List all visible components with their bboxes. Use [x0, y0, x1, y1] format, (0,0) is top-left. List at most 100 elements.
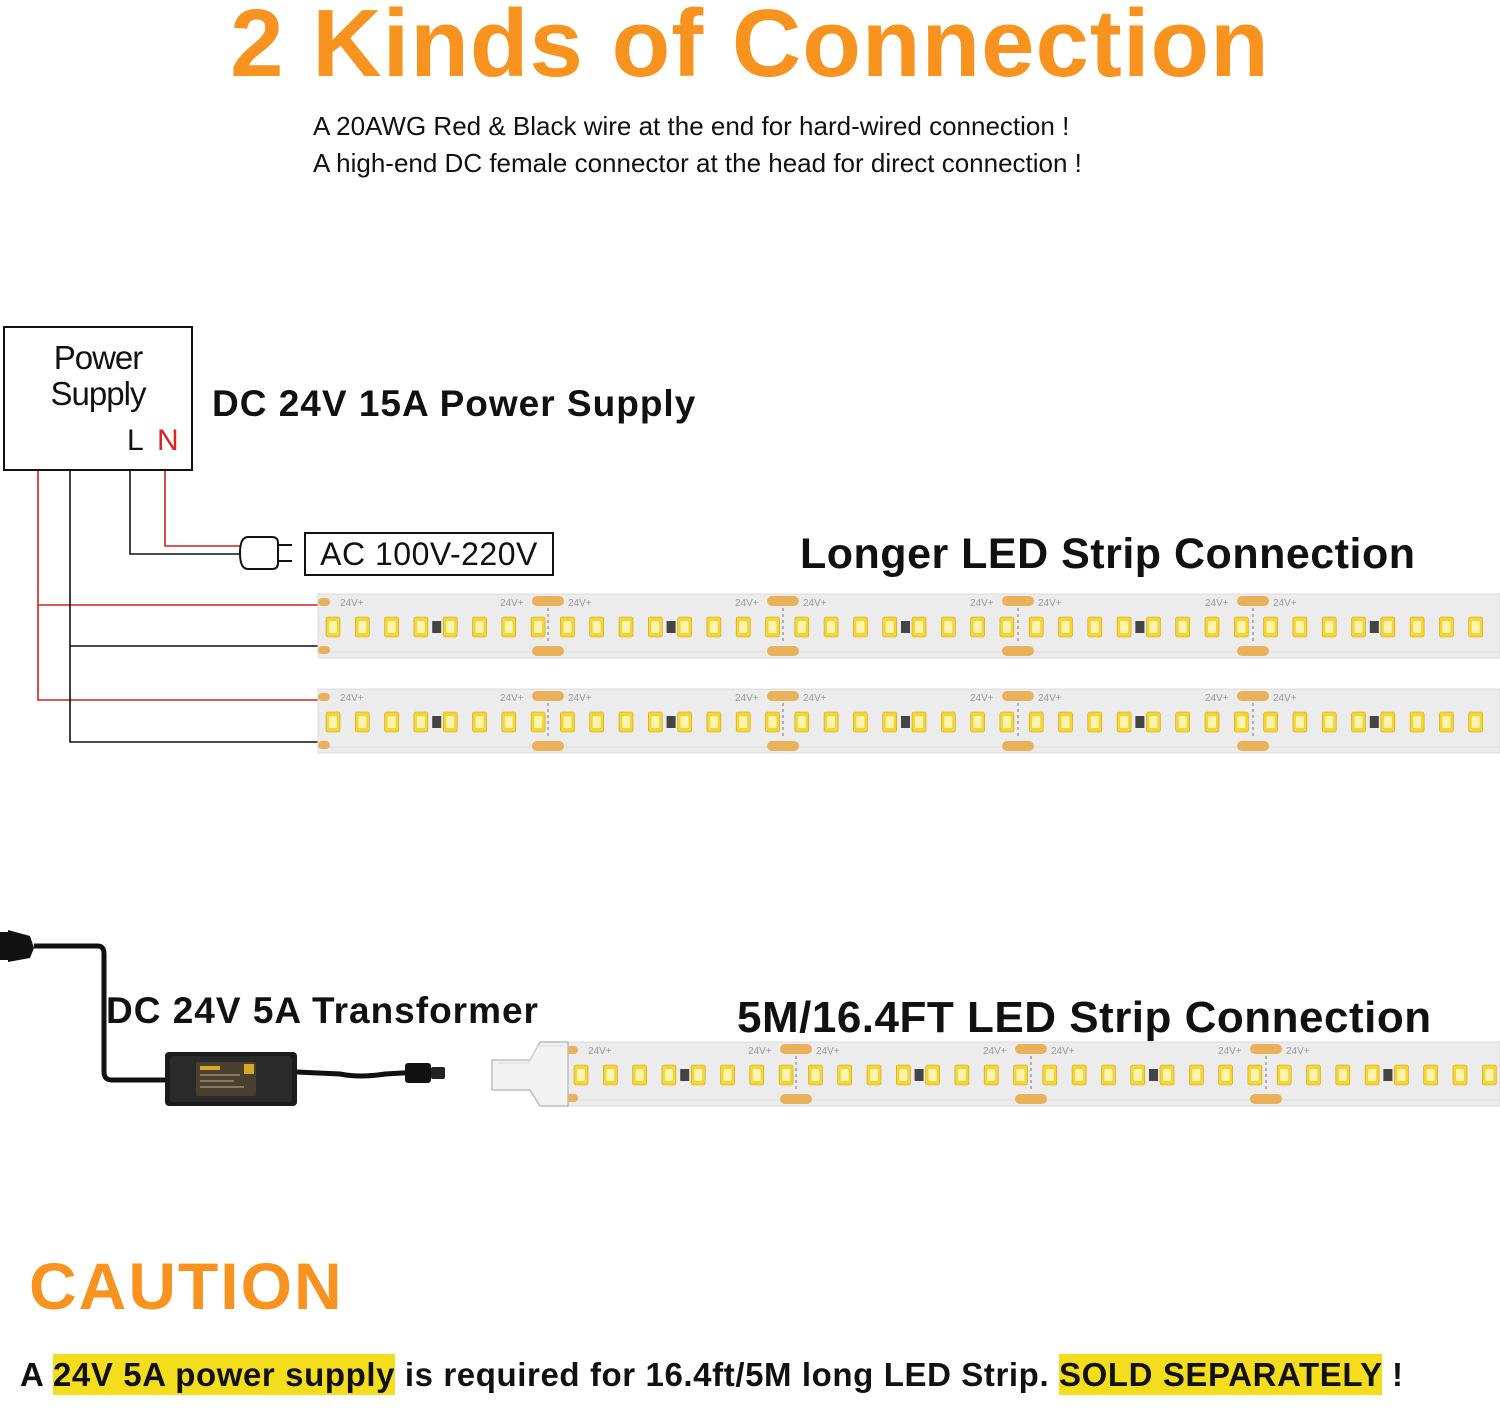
led-chip-face — [651, 621, 660, 633]
led-chip-face — [1413, 621, 1422, 633]
voltage-mark: 24V+ — [340, 693, 364, 704]
solder-pad — [566, 1094, 578, 1102]
voltage-mark: 24V+ — [568, 598, 592, 609]
led-chip-face — [446, 621, 455, 633]
solder-pad — [532, 646, 564, 656]
led-chip-face — [899, 1069, 908, 1081]
solder-pad — [1237, 646, 1269, 656]
led-chip-face — [944, 621, 953, 633]
voltage-mark: 24V+ — [1273, 693, 1297, 704]
terminal-n: N — [157, 424, 179, 457]
voltage-mark: 24V+ — [983, 1046, 1007, 1057]
solder-pad — [532, 691, 564, 701]
led-chip-face — [797, 716, 806, 728]
led-chip-face — [1442, 716, 1451, 728]
solder-pad — [1237, 596, 1269, 606]
led-chip-face — [387, 621, 396, 633]
led-chip-face — [1178, 716, 1187, 728]
subtitle-line-1: A 20AWG Red & Black wire at the end for … — [313, 111, 1070, 141]
led-chip-face — [635, 1069, 644, 1081]
led-chip-face — [1149, 621, 1158, 633]
led-chip-face — [723, 1069, 732, 1081]
led-chip-face — [1413, 716, 1422, 728]
led-chip-face — [504, 716, 513, 728]
solder-pad — [1237, 691, 1269, 701]
led-chip-face — [1163, 1069, 1171, 1081]
voltage-mark: 24V+ — [1205, 693, 1229, 704]
led-chip-face — [1061, 716, 1070, 728]
power-supply-title: DC 24V 15A Power Supply — [212, 383, 697, 424]
resistor — [666, 621, 676, 633]
solder-pad — [767, 596, 799, 606]
subtitle-line-2: A high-end DC female connector at the he… — [313, 148, 1082, 178]
led-chip-face — [1120, 716, 1129, 728]
led-chip-face — [1032, 621, 1041, 633]
page-title: 2 Kinds of Connection — [230, 0, 1270, 97]
led-chip-face — [387, 716, 396, 728]
led-chip-face — [768, 621, 777, 633]
resistor — [1135, 621, 1145, 633]
led-chip-face — [797, 621, 806, 633]
led-chip-face — [1090, 716, 1099, 728]
caution-heading: CAUTION — [29, 1249, 344, 1323]
resistor — [1149, 1069, 1158, 1081]
led-chip-face — [987, 1069, 996, 1081]
led-chip-face — [1192, 1069, 1201, 1081]
voltage-mark: 24V+ — [1286, 1046, 1310, 1057]
led-chip-face — [1221, 1069, 1230, 1081]
voltage-mark: 24V+ — [803, 693, 827, 704]
led-chip-face — [622, 716, 630, 728]
terminal-l: L — [127, 424, 144, 457]
solder-pad — [318, 741, 330, 749]
fivem-strip-title: 5M/16.4FT LED Strip Connection — [737, 993, 1432, 1042]
led-chip-face — [1325, 621, 1334, 633]
voltage-mark: 24V+ — [1218, 1046, 1242, 1057]
led-chip-face — [1149, 716, 1158, 728]
led-chip-face — [1120, 621, 1129, 633]
led-chip-face — [885, 716, 894, 728]
led-chip-face — [416, 621, 425, 633]
solder-pad — [767, 691, 799, 701]
led-chip-face — [885, 621, 894, 633]
led-chip-face — [534, 716, 543, 728]
solder-pad — [1002, 646, 1034, 656]
led-chip-face — [752, 1069, 761, 1081]
led-chip-face — [827, 621, 836, 633]
led-chip-face — [768, 716, 777, 728]
solder-pad — [1002, 691, 1034, 701]
led-chip-face — [1045, 1069, 1054, 1081]
power-supply-box: Power Supply L N — [3, 326, 193, 471]
led-chip-face — [1383, 716, 1392, 728]
solder-pad — [767, 646, 799, 656]
resistor — [1369, 621, 1379, 633]
led-chip-face — [592, 621, 601, 633]
led-chip-face — [664, 1069, 673, 1081]
solder-pad — [1250, 1094, 1282, 1104]
resistor — [1369, 716, 1379, 728]
dc-female-connector-icon — [491, 1041, 569, 1107]
led-chip-face — [856, 716, 865, 728]
led-chip-face — [1354, 621, 1363, 633]
eu-plug-icon — [0, 930, 34, 962]
longer-strip-title: Longer LED Strip Connection — [800, 530, 1416, 578]
led-chip-face — [1354, 716, 1363, 728]
voltage-mark: 24V+ — [816, 1046, 840, 1057]
led-chip-face — [928, 1069, 937, 1081]
led-chip-face — [709, 621, 718, 633]
resistor — [666, 716, 676, 728]
led-chip-face — [782, 1069, 791, 1081]
resistor — [901, 621, 910, 633]
led-chip-face — [915, 621, 923, 633]
solder-pad — [318, 646, 330, 654]
solder-pad — [1015, 1094, 1047, 1104]
caution-suffix: ! — [1382, 1356, 1404, 1393]
solder-pad — [1237, 741, 1269, 751]
voltage-mark: 24V+ — [340, 598, 364, 609]
led-chip-face — [592, 716, 601, 728]
led-chip-face — [563, 716, 572, 728]
solder-pad — [566, 1046, 578, 1054]
caution-highlight-power-supply: 24V 5A power supply — [52, 1354, 396, 1395]
resistor — [432, 716, 442, 728]
voltage-mark: 24V+ — [568, 693, 592, 704]
